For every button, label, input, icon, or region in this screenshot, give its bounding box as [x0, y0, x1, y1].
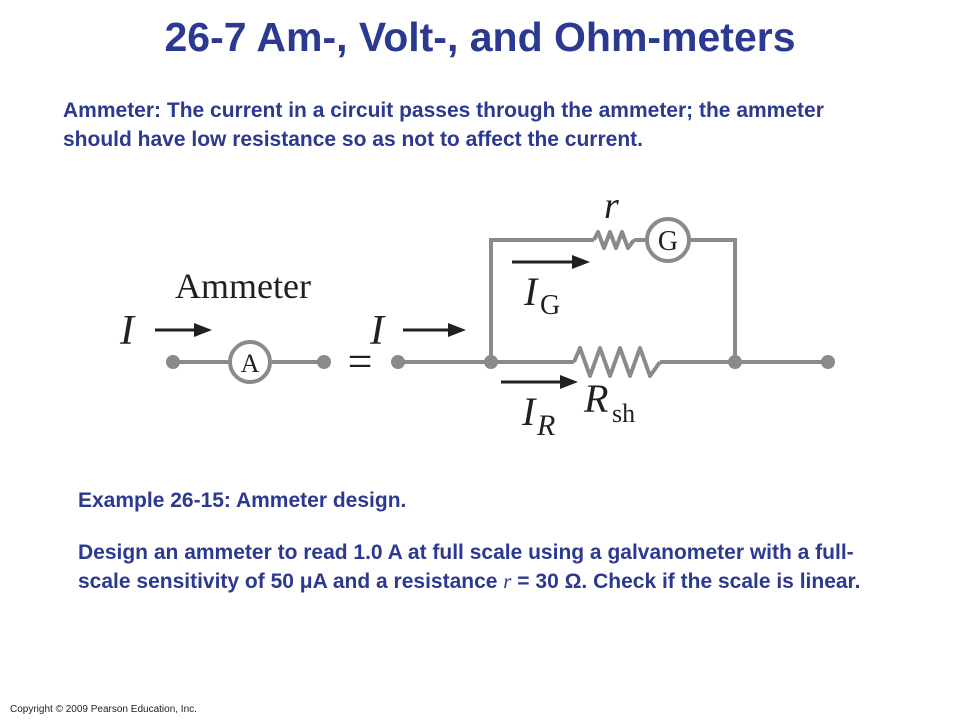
svg-text:A: A [241, 349, 260, 378]
example-body-text-1: Design an ammeter to read 1.0 A at full … [78, 541, 854, 593]
ammeter-description: Ammeter: The current in a circuit passes… [63, 99, 824, 151]
slide-title: 26-7 Am-, Volt-, and Ohm-meters [164, 14, 796, 60]
resistance-r-label: r [604, 185, 619, 227]
current-arrow-left [155, 323, 212, 337]
svg-text:R: R [583, 376, 608, 421]
equals-sign: = [348, 337, 373, 386]
current-arrow-right [403, 323, 466, 337]
ammeter-caption: Ammeter [175, 266, 311, 306]
svg-text:G: G [540, 290, 560, 321]
example-body: Design an ammeter to read 1.0 A at full … [78, 538, 898, 596]
rsh-label: R sh [583, 376, 635, 428]
ammeter-wire [166, 355, 331, 369]
ir-label: I R [521, 389, 555, 442]
ig-label: I G [523, 269, 560, 321]
svg-text:sh: sh [612, 399, 635, 428]
circuit-wires [391, 238, 835, 369]
shunt-resistor [572, 346, 662, 378]
svg-text:I: I [523, 269, 539, 314]
copyright-notice: Copyright © 2009 Pearson Education, Inc. [10, 704, 197, 715]
ig-arrow [512, 255, 590, 269]
example-title: Example 26-15: Ammeter design. [78, 489, 407, 512]
svg-text:I: I [521, 389, 537, 434]
ammeter-symbol: A [228, 340, 272, 384]
ir-arrow [501, 375, 578, 389]
example-body-text-2: = 30 Ω. Check if the scale is linear. [511, 570, 861, 593]
galvanometer-symbol: G [645, 217, 691, 263]
current-label-right: I [369, 308, 386, 354]
svg-text:R: R [536, 409, 555, 442]
svg-text:G: G [658, 226, 678, 257]
current-label-left: I [119, 308, 136, 354]
galvanometer-resistor [592, 230, 636, 250]
example-body-r-symbol: r [503, 569, 512, 593]
